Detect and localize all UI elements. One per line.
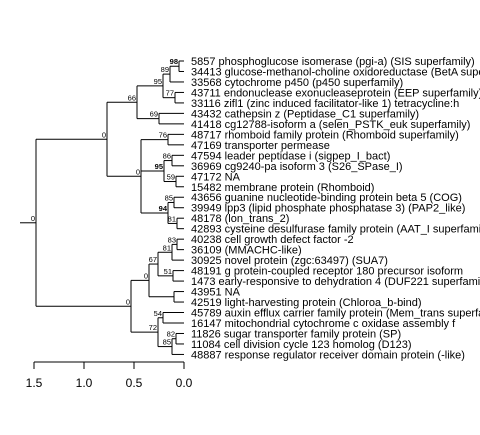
distance-axis: 1.5 1.0 0.5 0.0 xyxy=(26,361,193,390)
support-value: 0 xyxy=(144,271,148,280)
support-value: 66 xyxy=(128,93,136,102)
support-value: 89 xyxy=(161,65,169,74)
leaf-label: 11826 sugar transporter family protein (… xyxy=(191,328,401,340)
leaf-label: 47169 transporter permease xyxy=(191,140,330,152)
support-value: 67 xyxy=(149,255,157,264)
leaf-label: 41418 cg12788-isoform a (selen_PSTK_euk … xyxy=(191,119,470,131)
leaf-label: 47594 leader peptidase i (sigpep_I_bact) xyxy=(191,150,390,162)
leaf-label: 33568 cytochrome p450 (p450 superfamily) xyxy=(191,77,403,89)
support-value: 94 xyxy=(159,204,168,213)
support-value: 0 xyxy=(126,297,130,306)
axis-tick-label: 1.0 xyxy=(76,376,93,390)
leaf-label: 15482 membrane protein (Rhomboid) xyxy=(191,182,374,194)
leaf-label: 48191 g protein-coupled receptor 180 pre… xyxy=(191,266,463,278)
axis-tick-label: 0.0 xyxy=(176,376,193,390)
support-value: 82 xyxy=(167,330,175,339)
leaf-label: 16147 mitochondrial cytochrome c oxidase… xyxy=(191,318,456,330)
support-value: 98 xyxy=(170,57,178,66)
support-value: 95 xyxy=(154,77,162,86)
support-value: 86 xyxy=(163,152,171,161)
support-value: 95 xyxy=(155,162,163,171)
leaf-label: 11084 cell division cycle 123 homolog (D… xyxy=(191,339,412,351)
leaf-label: 43951 NA xyxy=(191,287,241,299)
support-value: 85 xyxy=(163,338,171,347)
support-value: 0 xyxy=(136,167,140,176)
leaf-label: 47172 NA xyxy=(191,171,241,183)
axis-tick-label: 0.5 xyxy=(126,376,143,390)
leaf-label: 48717 rhomboid family protein (Rhomboid … xyxy=(191,129,459,141)
tree-branches xyxy=(20,60,184,355)
support-value: 76 xyxy=(159,131,167,140)
leaf-label: 48178 (lon_trans_2) xyxy=(191,213,289,225)
leaf-label: 43656 guanine nucleotide-binding protein… xyxy=(191,192,462,204)
support-value: 0 xyxy=(102,130,106,139)
leaf-label: 42519 light-harvesting protein (Chloroa_… xyxy=(191,297,422,309)
support-labels: 9889779569667686599585819400838151670548… xyxy=(31,57,178,346)
leaf-label: 5857 phosphoglucose isomerase (pgi-a) (S… xyxy=(191,56,475,68)
support-value: 59 xyxy=(167,173,175,182)
support-value: 54 xyxy=(154,309,162,318)
leaf-label: 45789 auxin efflux carrier family protei… xyxy=(191,308,480,320)
support-value: 69 xyxy=(150,110,158,119)
leaf-label: 39949 lpp3 (lipid phosphate phosphatase … xyxy=(191,203,465,215)
leaf-label: 43711 endonuclease exonucleaseprotein (E… xyxy=(191,87,480,99)
leaf-label: 43432 cathepsin z (Peptidase_C1 superfam… xyxy=(191,108,419,120)
leaf-label: 42893 cysteine desulfurase family protei… xyxy=(191,224,480,236)
axis-tick-label: 1.5 xyxy=(26,376,43,390)
leaf-label: 30925 novel protein (zgc:63497) (SUA7) xyxy=(191,255,388,267)
leaf-label: 33116 zifl1 (zinc induced facilitator-li… xyxy=(191,98,459,110)
support-value: 83 xyxy=(168,235,176,244)
support-value: 0 xyxy=(31,214,35,223)
support-value: 72 xyxy=(149,323,157,332)
leaf-label: 36109 (MMACHC-like) xyxy=(191,245,302,257)
leaf-label: 34413 glucose-methanol-choline oxidoredu… xyxy=(191,66,480,78)
support-value: 51 xyxy=(164,267,172,276)
support-value: 77 xyxy=(166,89,174,98)
leaf-label: 1473 early-responsive to dehydration 4 (… xyxy=(191,276,480,288)
leaf-labels: 5857 phosphoglucose isomerase (pgi-a) (S… xyxy=(191,56,480,361)
support-value: 81 xyxy=(163,243,171,252)
support-value: 81 xyxy=(168,214,176,223)
leaf-label: 48887 response regulator receiver domain… xyxy=(191,349,465,361)
leaf-label: 40238 cell growth defect factor -2 xyxy=(191,234,354,246)
leaf-label: 36969 cg9240-pa isoform 3 (S26_SPase_I) xyxy=(191,161,403,173)
support-value: 85 xyxy=(165,193,173,202)
